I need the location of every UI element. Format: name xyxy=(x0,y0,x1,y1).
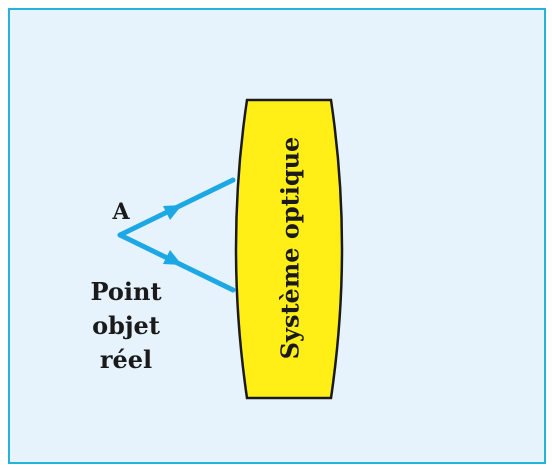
caption-line-1: Point xyxy=(90,277,161,306)
arrow-lower-icon xyxy=(163,250,182,265)
arrow-upper-icon xyxy=(163,205,182,220)
caption-line-2: objet xyxy=(92,311,160,340)
optical-system-label: Système optique xyxy=(276,137,305,360)
optical-system-shape xyxy=(234,98,344,400)
point-label: A xyxy=(111,199,130,225)
caption-line-3: réel xyxy=(100,345,152,374)
